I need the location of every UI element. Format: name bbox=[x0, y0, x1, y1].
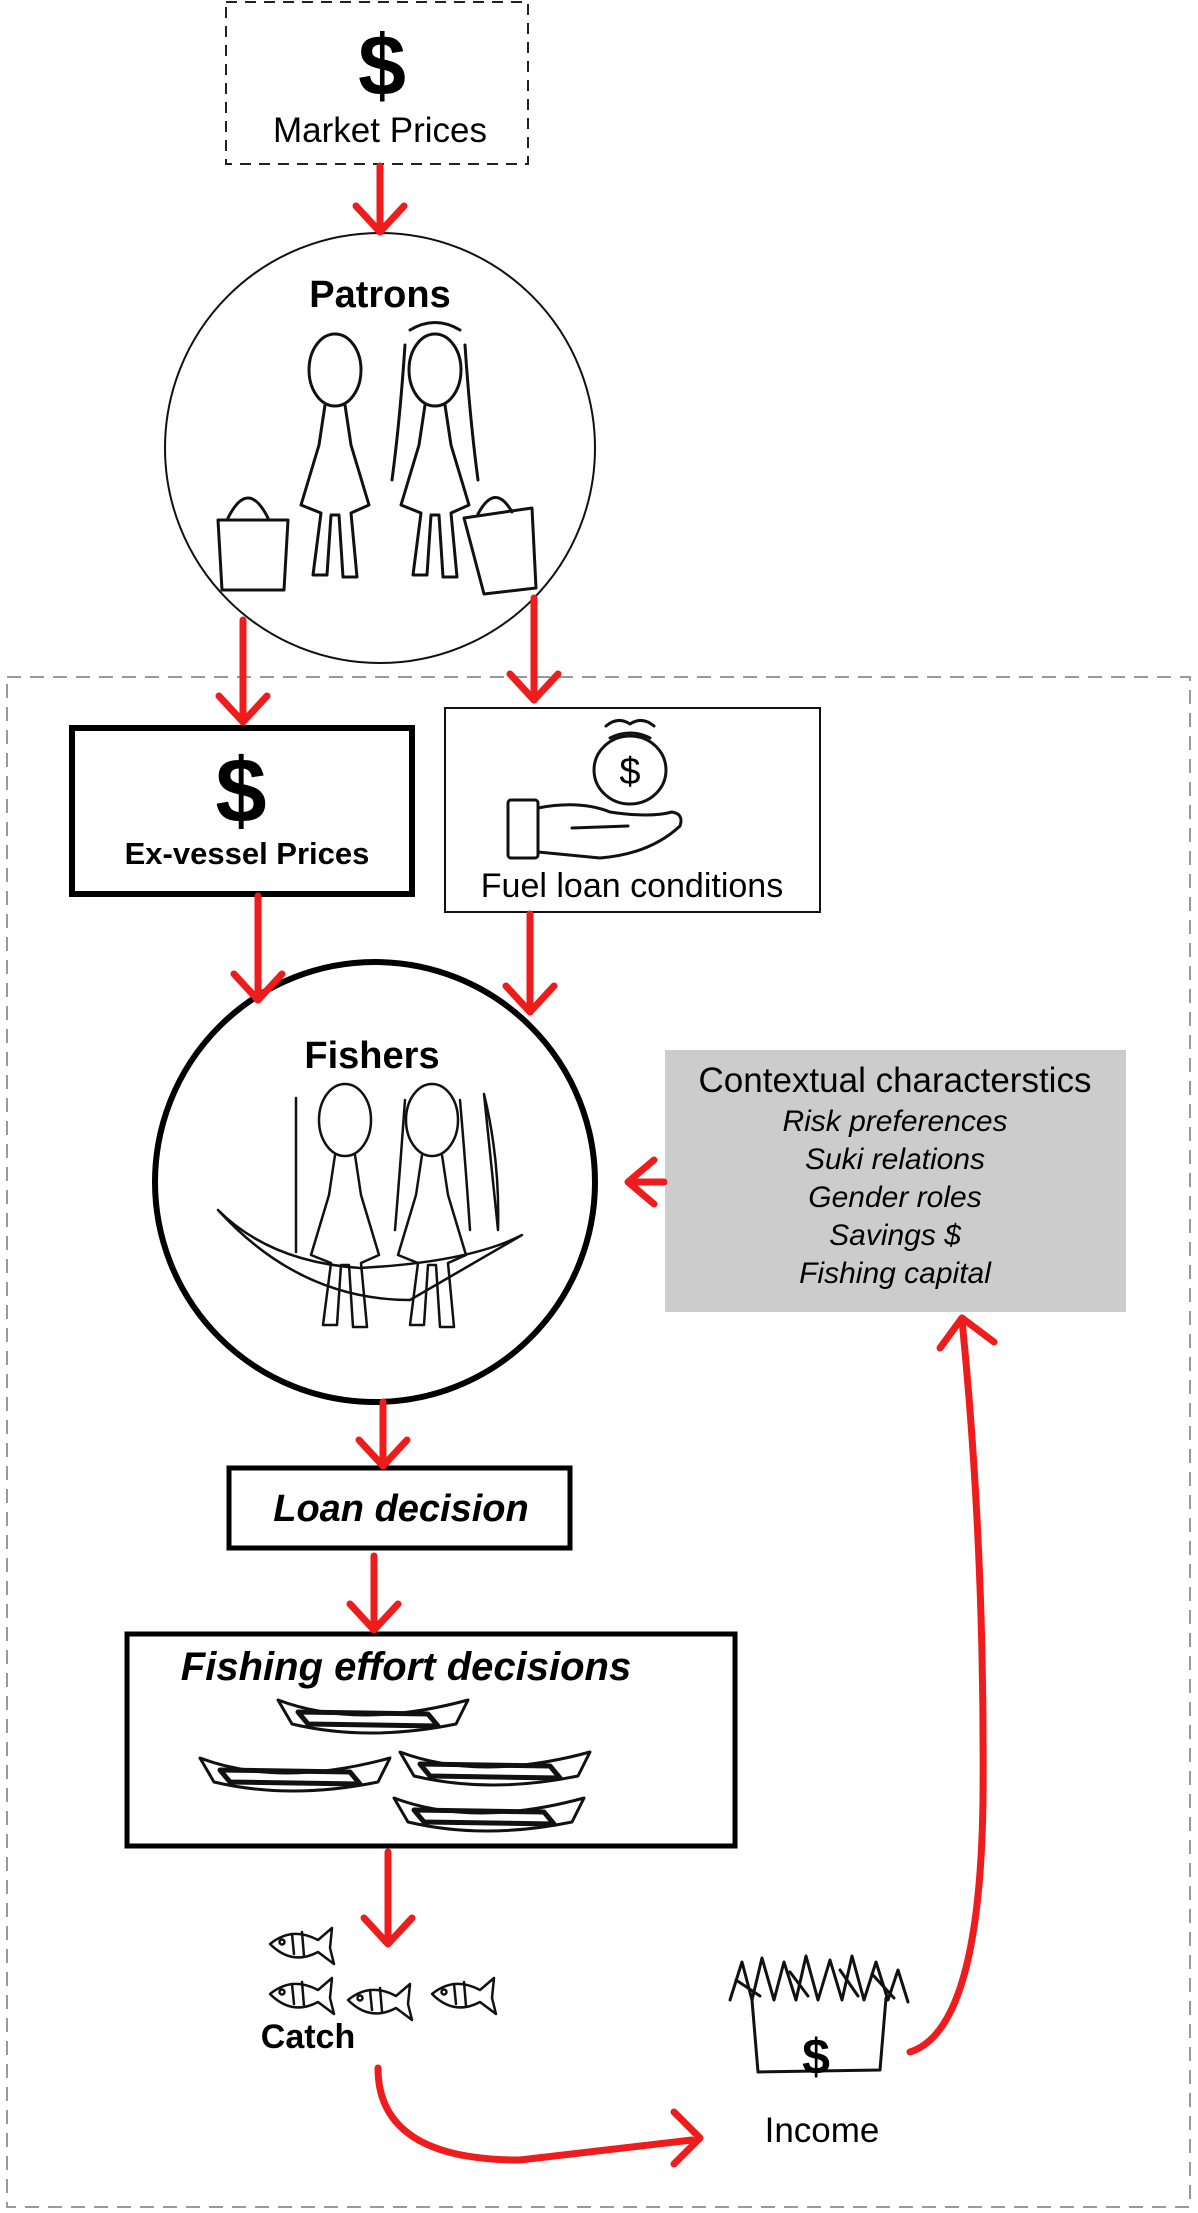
arrow-fishers-to-loan bbox=[355, 1398, 411, 1470]
arrow-effort-to-catch bbox=[360, 1848, 416, 1948]
dollar-icon: $ bbox=[358, 18, 406, 114]
people-in-boat-icon bbox=[216, 1082, 524, 1329]
contextual-characteristics-node: Contextual characterstics Risk preferenc… bbox=[665, 1050, 1126, 1312]
fishers-node: Fishers bbox=[152, 959, 598, 1405]
loan-decision-node: Loan decision bbox=[226, 1465, 573, 1551]
arrow-fuel-loan-to-fishers bbox=[502, 910, 558, 1016]
catch-node: Catch bbox=[261, 1926, 498, 2056]
people-sketch-icon bbox=[216, 321, 538, 596]
loan-decision-box bbox=[226, 1465, 573, 1551]
money-bag-dollar: $ bbox=[619, 751, 640, 793]
patrons-node: Patrons bbox=[164, 232, 596, 664]
context-item-suki: Suki relations bbox=[805, 1143, 985, 1176]
context-item-capital: Fishing capital bbox=[799, 1257, 992, 1290]
arrow-context-to-fishers bbox=[624, 1156, 668, 1208]
income-dollar: $ bbox=[802, 2029, 830, 2085]
income-node: $ Income bbox=[728, 1954, 910, 2150]
fuel-loan-conditions-label: Fuel loan conditions bbox=[481, 867, 783, 905]
fuel-loan-conditions-node: $ Fuel loan conditions bbox=[444, 707, 821, 913]
loan-decision-label: Loan decision bbox=[273, 1488, 528, 1530]
arrow-income-to-context bbox=[906, 1314, 998, 2056]
hut-icon bbox=[728, 1954, 910, 2074]
arrow-patrons-to-fuel-loan bbox=[506, 594, 562, 704]
context-item-risk: Risk preferences bbox=[782, 1105, 1007, 1138]
income-label: Income bbox=[765, 2111, 880, 2150]
ex-vessel-prices-label: Ex-vessel Prices bbox=[125, 836, 370, 871]
context-item-gender: Gender roles bbox=[808, 1181, 981, 1214]
fishers-label: Fishers bbox=[304, 1035, 439, 1077]
fishing-effort-label: Fishing effort decisions bbox=[181, 1645, 631, 1689]
ex-vessel-prices-node: $ Ex-vessel Prices bbox=[69, 725, 415, 897]
arrow-catch-to-income bbox=[374, 2064, 704, 2168]
arrow-loan-to-effort bbox=[346, 1552, 402, 1634]
context-item-savings: Savings $ bbox=[829, 1219, 962, 1252]
arrow-market-to-patrons bbox=[352, 162, 408, 236]
arrows bbox=[215, 162, 998, 2168]
hand-with-money-bag-icon bbox=[506, 719, 683, 860]
fishing-effort-node: Fishing effort decisions bbox=[124, 1631, 738, 1849]
context-title: Contextual characterstics bbox=[699, 1061, 1092, 1100]
contextual-characteristics-box bbox=[665, 1050, 1126, 1312]
market-prices-box bbox=[225, 1, 529, 165]
ex-vessel-prices-box bbox=[69, 725, 415, 897]
arrow-exvessel-to-fishers bbox=[230, 892, 286, 1004]
market-prices-label: Market Prices bbox=[273, 111, 487, 150]
arrow-patrons-to-exvessel bbox=[215, 616, 271, 726]
catch-label: Catch bbox=[261, 2018, 355, 2056]
market-prices-node: $ Market Prices bbox=[225, 1, 529, 165]
patrons-label: Patrons bbox=[309, 274, 450, 316]
fishers-circle bbox=[152, 959, 598, 1405]
dollar-icon: $ bbox=[215, 740, 266, 842]
